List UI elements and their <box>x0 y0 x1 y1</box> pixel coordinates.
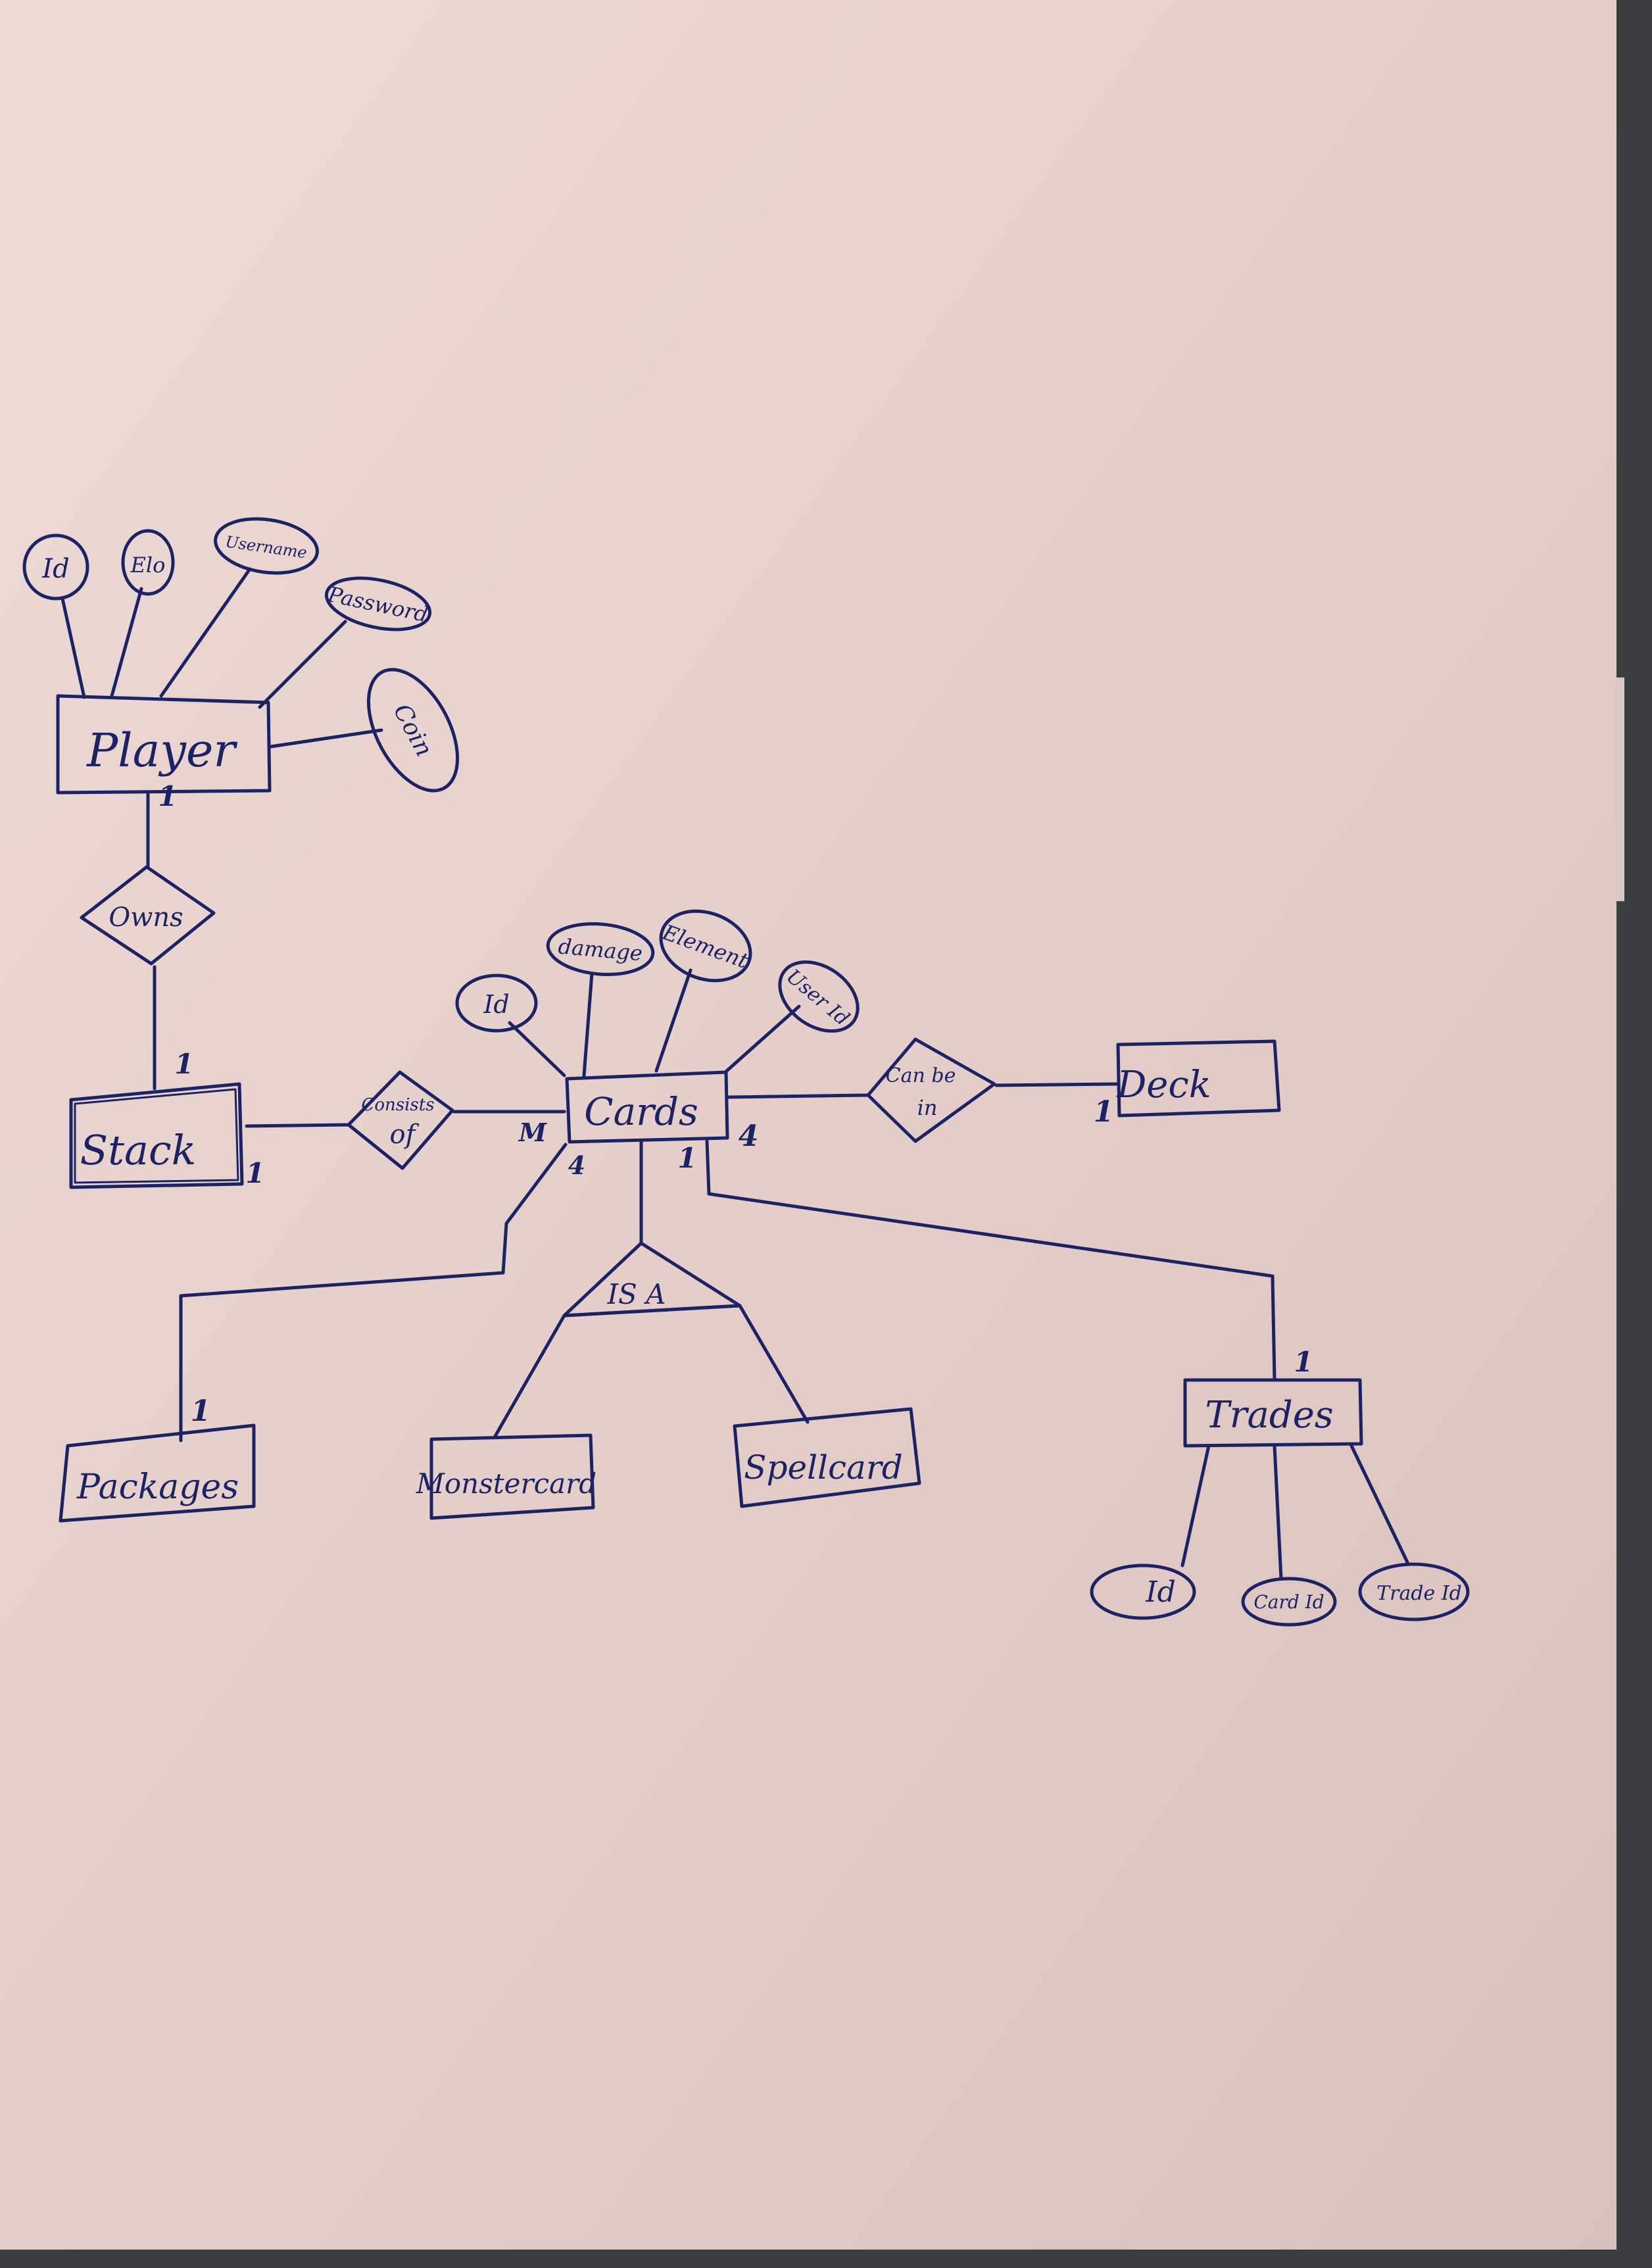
entity-deck <box>1116 1039 1281 1118</box>
cardinality-cards-deck: 4 <box>739 1120 759 1153</box>
relationship-is-a <box>562 1241 742 1318</box>
relationship-of-label: of <box>390 1120 420 1150</box>
relationship-consists-of <box>347 1070 454 1170</box>
entity-stack <box>69 1082 244 1189</box>
relationship-owns <box>80 865 216 966</box>
cardinality-player-owns: 1 <box>158 780 177 812</box>
entity-player-label: Player <box>85 724 237 777</box>
relationship-can-be-label: Can be <box>886 1064 956 1087</box>
entity-trades-label: Trades <box>1205 1394 1333 1437</box>
attribute-trades-id: Id <box>1145 1575 1176 1609</box>
entity-cards <box>565 1070 729 1144</box>
attribute-player-id: Id <box>41 554 69 584</box>
cardinality-deck-canbein: 1 <box>1094 1095 1114 1129</box>
paper-sheet <box>0 0 1616 2250</box>
entity-packages-label: Packages <box>76 1467 239 1507</box>
relationship-in-label: in <box>917 1095 938 1120</box>
attribute-cards-id: Id <box>483 990 509 1019</box>
attribute-trades-cardid: Card Id <box>1253 1591 1324 1613</box>
attribute-trades-tradeid: Trade Id <box>1376 1582 1462 1605</box>
entity-cards-label: Cards <box>584 1089 698 1134</box>
attribute-ellipses <box>22 517 1470 1627</box>
relationship-owns-label: Owns <box>109 902 183 933</box>
paper-edge-strip <box>1615 678 1624 901</box>
cardinality-trades-cards: 1 <box>1294 1346 1313 1378</box>
entity-monstercard <box>429 1433 595 1520</box>
cardinality-packages-cards: 1 <box>191 1394 211 1428</box>
entity-deck-label: Deck <box>1116 1064 1211 1106</box>
attribute-player-elo: Elo <box>130 553 166 578</box>
entity-packages <box>59 1423 256 1523</box>
entity-monstercard-label: Monstercard <box>416 1467 596 1500</box>
cardinality-stack-consists: 1 <box>245 1157 264 1189</box>
cardinality-stack-owns: 1 <box>174 1048 193 1080</box>
relationship-is-a-label: IS A <box>606 1278 666 1310</box>
cardinality-cards-packages: 4 <box>568 1150 585 1180</box>
cardinality-cards-consists: M <box>518 1118 547 1147</box>
relationship-can-be-in <box>866 1037 996 1143</box>
entity-spellcard-label: Spellcard <box>744 1448 903 1487</box>
entity-spellcard <box>733 1407 921 1508</box>
entity-trades <box>1183 1378 1363 1448</box>
entity-stack-label: Stack <box>80 1126 197 1174</box>
relationship-consists-label: Consists <box>361 1095 434 1115</box>
connector-lines <box>61 567 1409 1581</box>
cardinality-cards-trades: 1 <box>677 1142 696 1174</box>
entity-player <box>56 694 272 795</box>
